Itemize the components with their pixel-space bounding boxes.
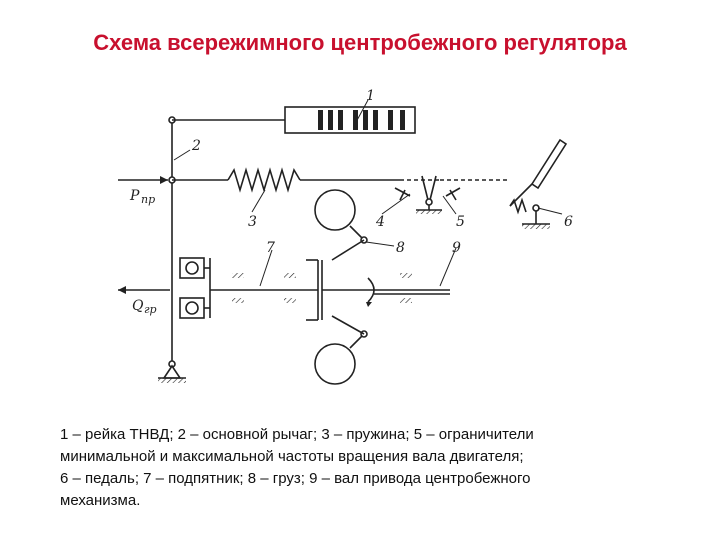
drive-shaft <box>322 277 450 307</box>
regulator-diagram: 1 2 3 4 5 6 7 8 9 P пр Q гр <box>110 72 610 412</box>
label-part-4: 4 <box>375 214 385 230</box>
label-part-8: 8 <box>396 240 405 256</box>
label-part-3: 3 <box>248 214 257 230</box>
flyweights <box>314 189 368 385</box>
thrust-bearing <box>179 257 323 321</box>
pedal <box>509 138 568 229</box>
label-part-1: 1 <box>366 88 375 104</box>
fuel-pump-rack <box>172 106 416 134</box>
page-title: Схема всережимного центробежного регулят… <box>93 30 627 55</box>
label-part-7: 7 <box>266 240 275 256</box>
caption-line: 1 – рейка ТНВД; 2 – основной рычаг; 3 – … <box>60 426 534 443</box>
q-symbol: Q <box>132 298 144 314</box>
speed-limiters <box>394 175 510 214</box>
caption-line: 6 – педаль; 7 – подпятник; 8 – груз; 9 –… <box>60 470 531 487</box>
caption-line: механизма. <box>60 492 141 509</box>
lever-pivot-support <box>158 364 186 383</box>
label-part-5: 5 <box>456 214 465 230</box>
label-part-9: 9 <box>452 240 461 256</box>
force-arrows <box>118 176 170 294</box>
caption-line: минимальной и максимальной частоты враще… <box>60 448 524 465</box>
q-subscript: гр <box>144 303 157 316</box>
p-subscript: пр <box>141 193 155 206</box>
regulator-schematic: 1 2 3 4 5 6 7 8 9 P пр Q гр <box>118 88 573 385</box>
bearings <box>232 273 412 303</box>
p-symbol: P <box>129 188 140 204</box>
figure-caption: 1 – рейка ТНВД; 2 – основной рычаг; 3 – … <box>60 424 660 512</box>
label-part-2: 2 <box>191 138 201 154</box>
label-part-6: 6 <box>564 214 573 230</box>
spring <box>172 167 440 193</box>
